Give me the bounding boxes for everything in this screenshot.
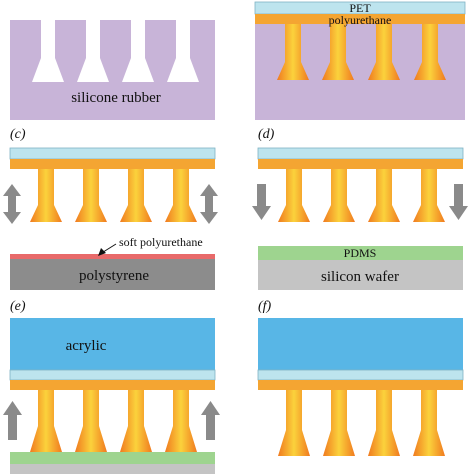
pillar <box>120 169 152 222</box>
double-arrow-vertical-icon <box>200 184 218 224</box>
double-arrow-vertical-icon <box>3 184 21 224</box>
polyurethane-layer <box>10 380 215 390</box>
arrow-down-icon <box>252 184 271 220</box>
mold-cavity <box>122 20 154 82</box>
panel-letter-e: (e) <box>10 299 26 314</box>
pillar <box>413 169 445 222</box>
pillar <box>30 390 62 452</box>
pillar <box>368 24 400 80</box>
pet-layer <box>257 369 464 381</box>
pdms-layer <box>258 246 463 260</box>
acrylic-block <box>258 318 463 370</box>
pillar <box>120 390 152 452</box>
silicon-wafer-substrate <box>10 464 215 474</box>
pet-label: PET <box>349 1 371 15</box>
mold-cavity <box>77 20 109 82</box>
pillars <box>278 169 445 222</box>
pillar <box>413 390 445 456</box>
pillars <box>278 390 445 456</box>
pet-layer <box>257 147 464 160</box>
polystyrene-label: polystyrene <box>79 268 149 284</box>
pillar <box>75 169 107 222</box>
polyurethane-label: polyurethane <box>329 13 392 27</box>
panel-d: (d) PDMS silicon wafer <box>252 127 468 290</box>
pet-layer <box>9 147 216 160</box>
pillar <box>278 169 310 222</box>
pillars <box>30 169 197 222</box>
pillar <box>75 390 107 452</box>
pillars <box>277 24 446 80</box>
acrylic-block <box>10 318 215 370</box>
polystyrene-substrate <box>10 259 215 290</box>
pillar <box>278 390 310 456</box>
pillar <box>368 390 400 456</box>
panel-letter-f: (f) <box>258 299 272 314</box>
pillar <box>368 169 400 222</box>
pillar <box>30 169 62 222</box>
pillar <box>165 390 197 452</box>
panel-c: (c) soft polyurethane polystyrene <box>3 127 218 290</box>
arrow-up-icon <box>201 401 220 440</box>
arrow-up-icon <box>3 401 22 440</box>
polyurethane-layer <box>10 159 215 169</box>
pdms-label: PDMS <box>344 246 377 260</box>
soft-polyurethane-label: soft polyurethane <box>119 235 203 249</box>
silicone-rubber-label: silicone rubber <box>71 90 161 106</box>
panel-e: (e) acrylic <box>3 299 220 474</box>
pdms-layer <box>10 452 215 464</box>
panel-a: silicone rubber <box>10 20 215 120</box>
panel-b: PET polyurethane <box>254 1 466 120</box>
pillars <box>30 390 197 452</box>
pet-layer <box>9 369 216 381</box>
pillar <box>323 169 355 222</box>
panel-letter-d: (d) <box>258 127 275 142</box>
mold-cavities <box>32 20 199 82</box>
arrow-down-icon <box>449 184 468 220</box>
pillar <box>165 169 197 222</box>
panel-f: (f) <box>257 299 464 456</box>
mold-cavity <box>32 20 64 82</box>
pillar <box>323 390 355 456</box>
polyurethane-layer <box>258 159 463 169</box>
pillar <box>277 24 309 80</box>
soft-polyurethane-layer <box>10 254 215 259</box>
silicon-wafer-label: silicon wafer <box>321 269 399 285</box>
polyurethane-layer <box>255 14 465 24</box>
acrylic-label: acrylic <box>66 338 107 354</box>
pillar <box>322 24 354 80</box>
pillar <box>414 24 446 80</box>
panel-letter-c: (c) <box>10 127 26 142</box>
mold-cavity <box>167 20 199 82</box>
callout-arrowhead <box>98 248 106 256</box>
polyurethane-layer <box>258 380 463 390</box>
silicon-wafer-substrate <box>258 260 463 290</box>
